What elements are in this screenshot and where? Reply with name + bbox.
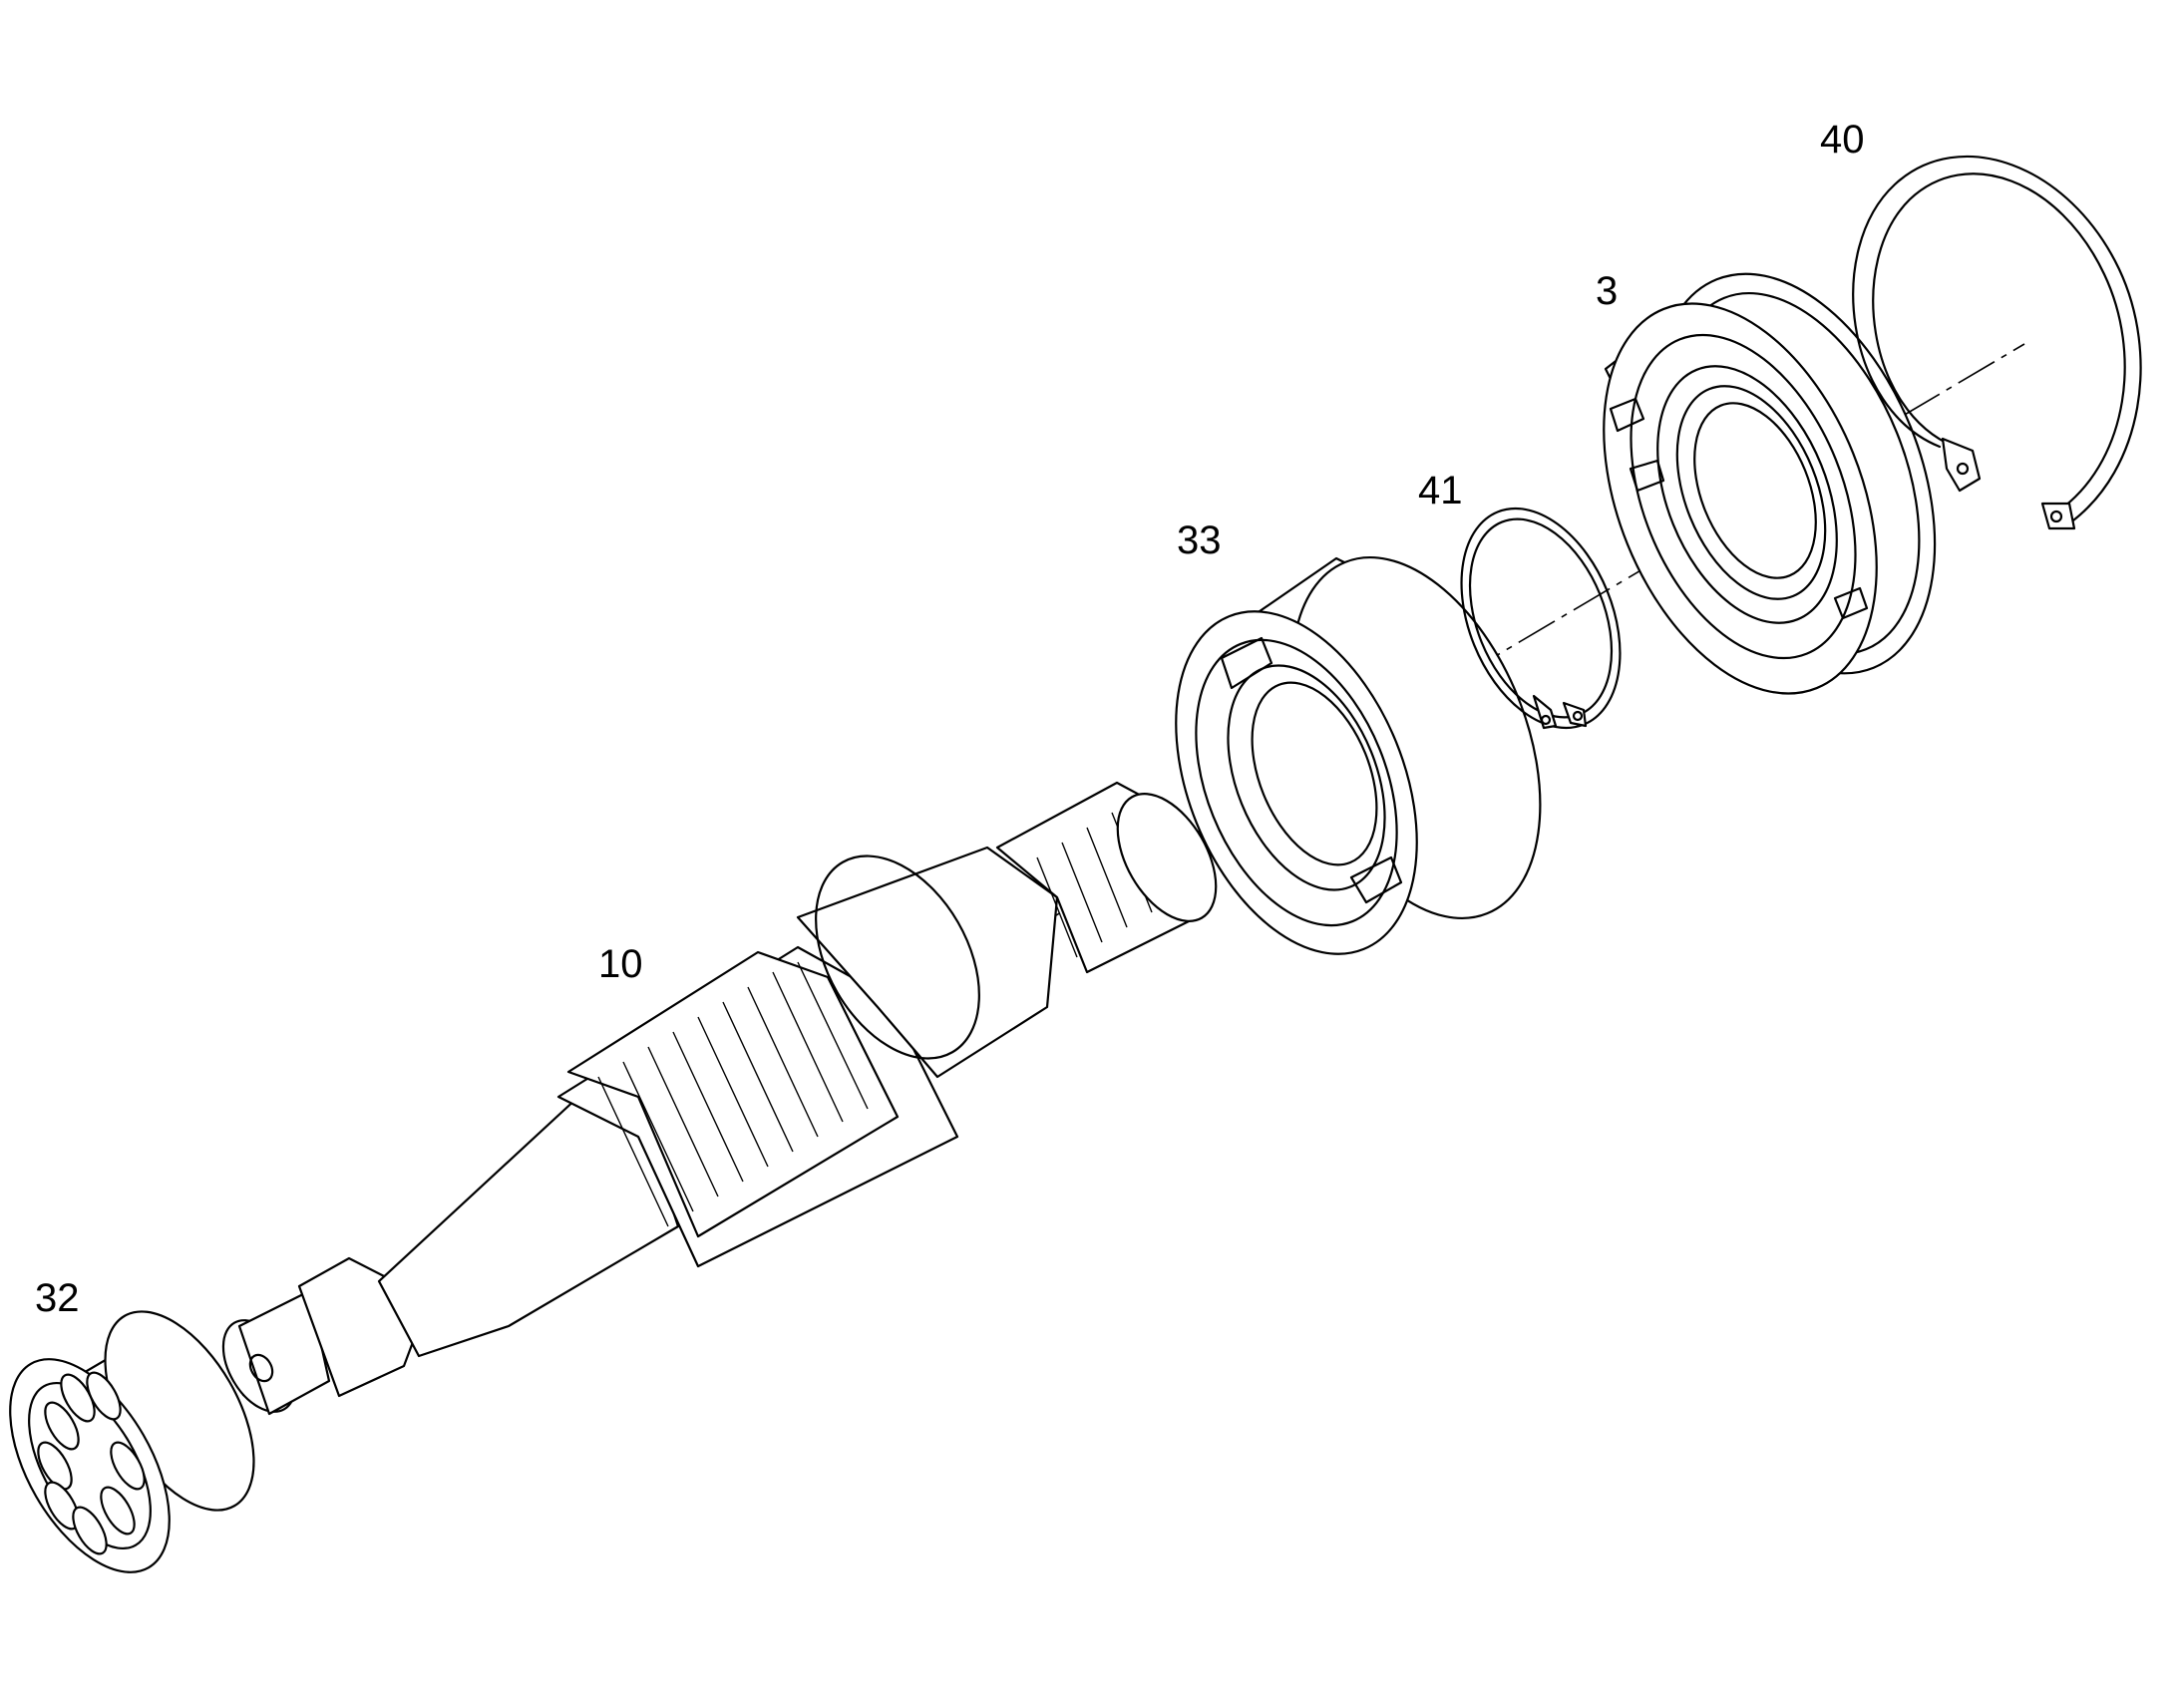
callout-3: 3 [1596,269,1618,313]
part-3-shaft-seal[interactable] [1551,232,1989,733]
part-10-splined-shaft[interactable] [208,777,1237,1424]
part-41-snap-ring[interactable] [1431,485,1650,751]
bearing-balls [1220,636,1403,904]
callout-40: 40 [1820,118,1865,162]
seal-notches [1609,397,1869,620]
callout-32: 32 [35,1276,80,1320]
part-33-ball-bearing[interactable] [1129,521,1589,990]
callout-41: 41 [1418,469,1463,512]
callout-33: 33 [1177,518,1222,562]
spline-teeth [597,961,869,1227]
roller-elements [37,1371,146,1555]
callout-10: 10 [598,942,643,986]
part-32-roller-bearing[interactable] [0,1287,284,1598]
part-40-large-snap-ring[interactable] [1852,155,2142,530]
